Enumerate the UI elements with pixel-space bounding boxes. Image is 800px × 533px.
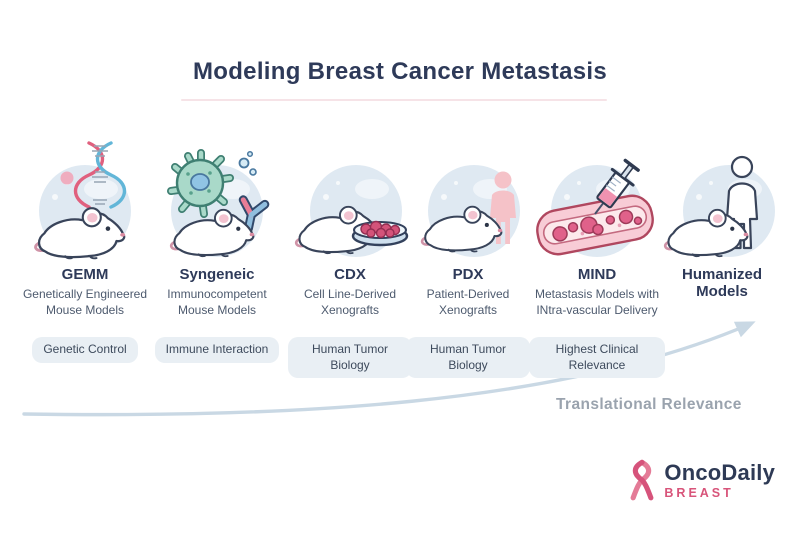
model-description: Cell Line-Derived Xenografts [303,287,397,317]
bubbles [238,150,257,176]
model-description: Metastasis Models with INtra-vascular De… [534,287,660,317]
model-column-humanized: Humanized Models [661,145,783,395]
pink-cell-dot [60,171,74,185]
model-description: Patient-Derived Xenografts [426,287,510,317]
model-name: Humanized Models [681,266,762,301]
feature-badge: Genetic Control [32,337,138,363]
model-description: Immunocompetent Mouse Models [167,287,267,317]
oncodaily-logo: OncoDaily BREAST [628,457,775,505]
model-column-mind: MIND Metastasis Models with INtra-vascul… [529,145,665,395]
human-outline-mouse-icon [663,155,775,258]
model-name: GEMM [61,266,109,283]
petri-dish-mouse-icon [294,165,409,257]
axis-label: Translational Relevance [556,396,742,413]
pink-ribbon-icon [630,459,654,501]
feature-badge: Immune Interaction [154,337,280,363]
dna-mouse-icon [34,141,131,260]
model-name: MIND [577,266,617,283]
model-column-cdx: CDX Cell Line-Derived Xenografts Human T… [288,145,412,395]
syringe-icon [594,158,640,215]
feature-badge: Highest Clinical Relevance [529,337,665,379]
antibody-icon [238,195,270,234]
patient-silhouette-mouse-icon [420,165,520,257]
arrowhead [733,321,756,338]
petri-dish-icon [351,220,409,247]
immune-cell-icon [167,149,234,218]
model-name: PDX [452,266,484,283]
syringe-blood-vessel-icon [536,158,654,257]
dna-helix-icon [73,141,127,209]
model-column-pdx: PDX Patient-Derived Xenografts Human Tum… [406,145,530,395]
model-name: CDX [334,266,366,283]
model-column-gemm: GEMM Genetically Engineered Mouse Models… [16,141,154,395]
blood-vessel-icon [536,194,654,256]
model-name: Syngeneic [179,266,255,283]
immune-cell-antibody-mouse-icon [167,149,270,258]
page-title: Modeling Breast Cancer Metastasis [192,58,608,85]
model-column-syngeneic: Syngeneic Immunocompetent Mouse Models I… [149,145,285,395]
feature-badge: Human Tumor Biology [406,337,530,379]
feature-badge: Human Tumor Biology [288,337,412,379]
logo-edition-text: BREAST [664,486,734,501]
logo-brand-text: OncoDaily [664,460,775,486]
model-description: Genetically Engineered Mouse Models [22,287,148,317]
title-underline [181,99,607,101]
